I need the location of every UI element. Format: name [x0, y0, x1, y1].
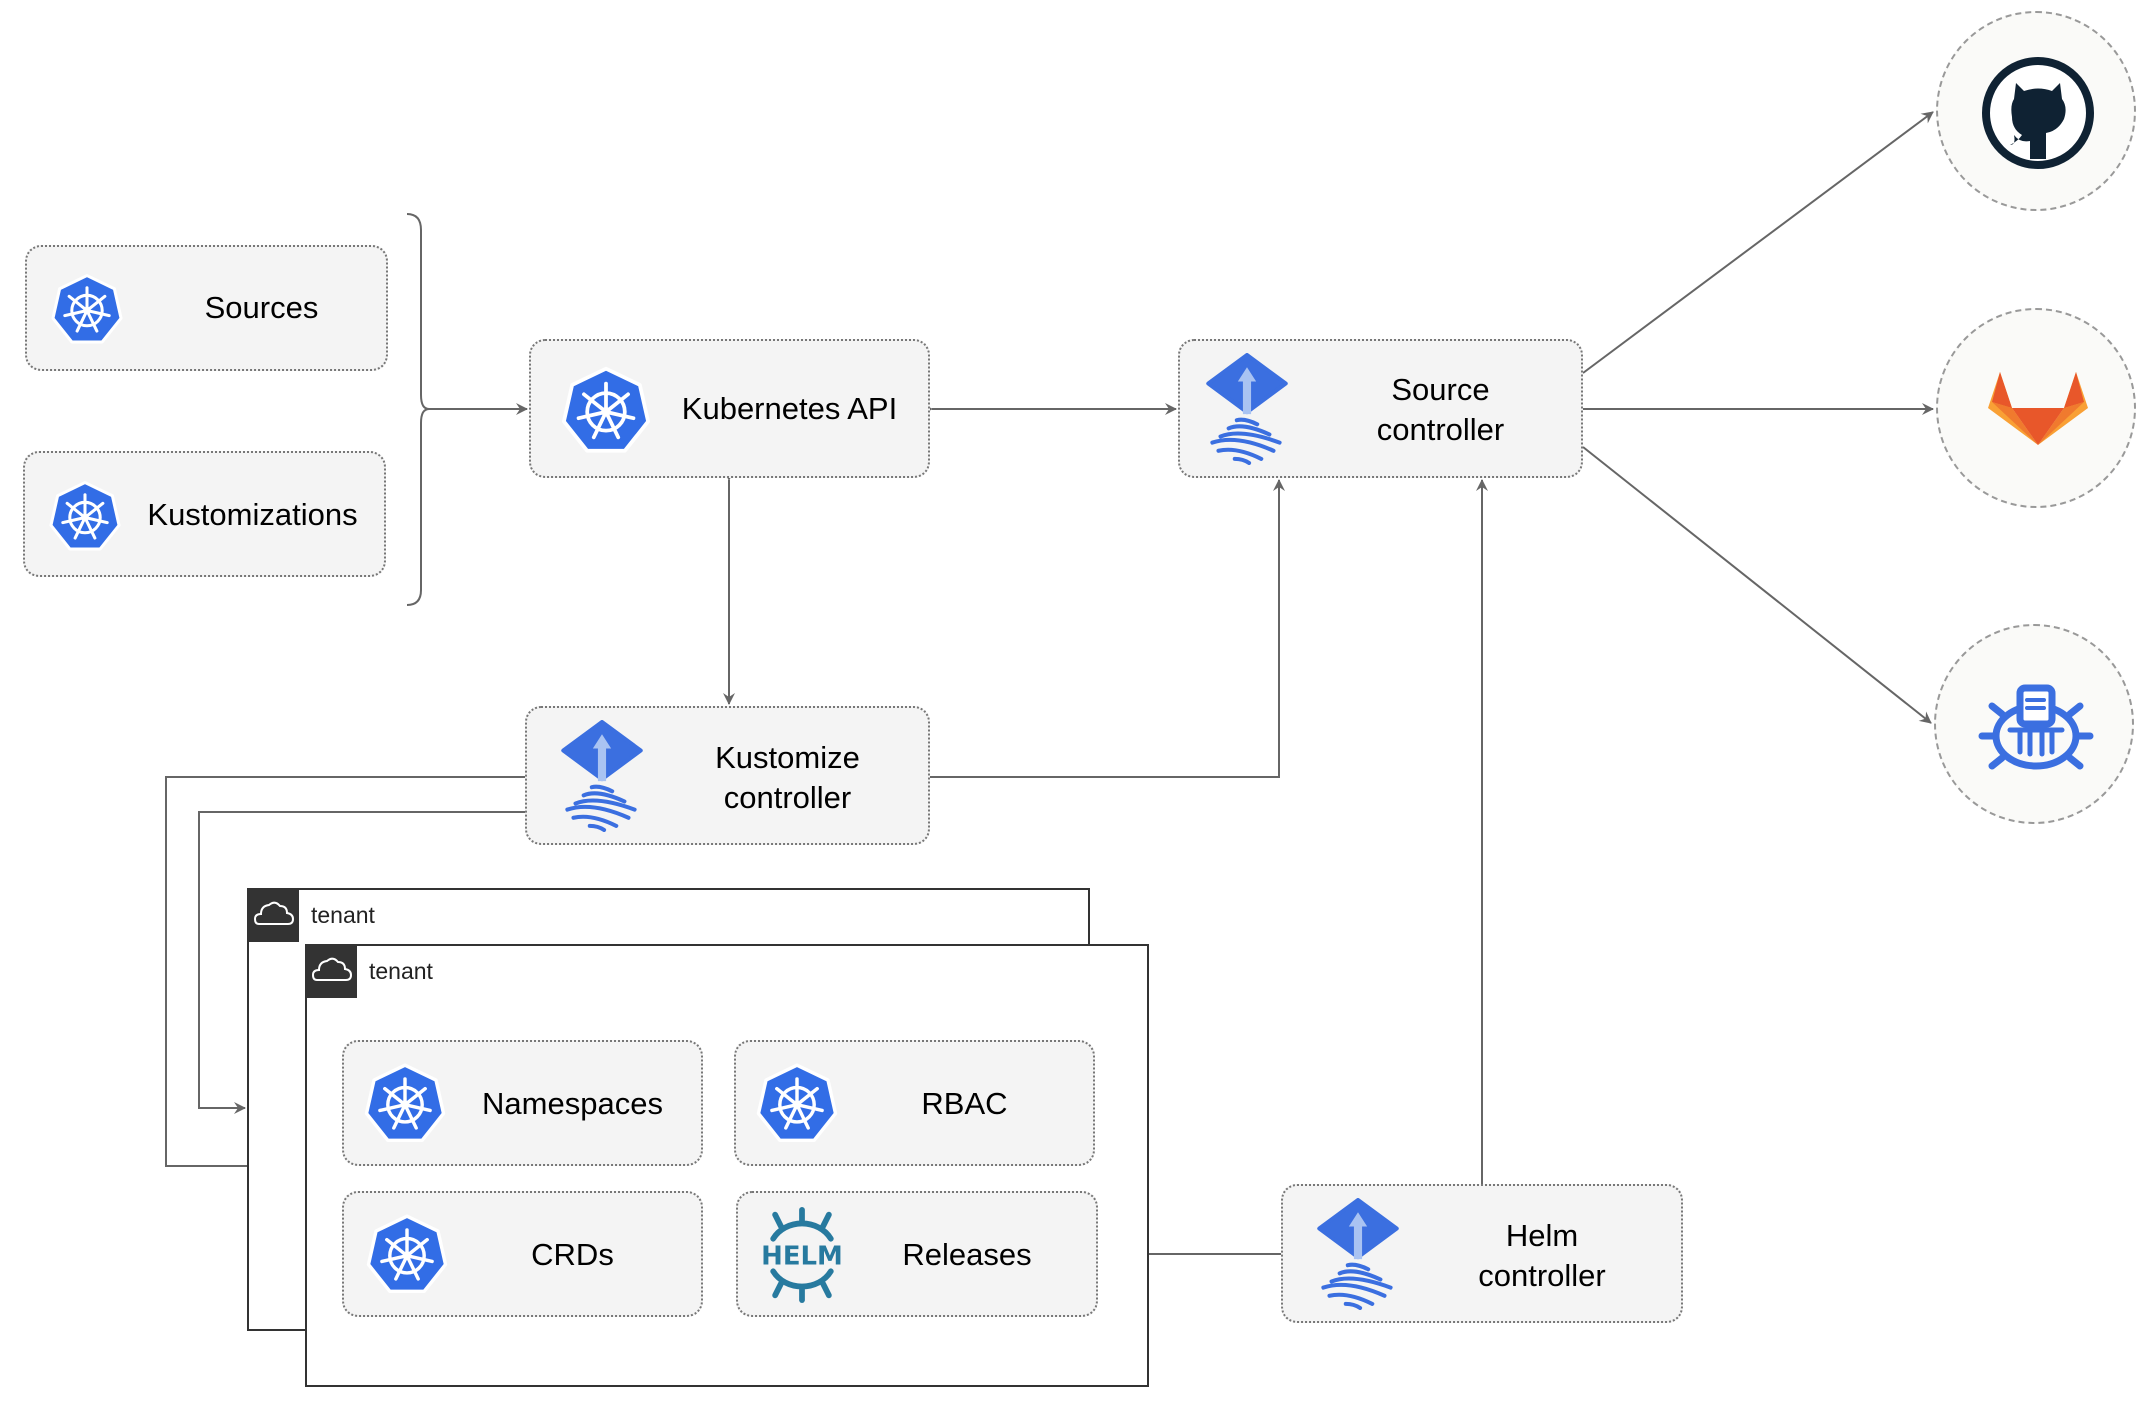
- source-to-github-arrow: [1582, 111, 1934, 374]
- source-controller-label-line2: controller: [1376, 412, 1505, 447]
- flux-icon: [1206, 353, 1288, 465]
- kubernetes-icon: [362, 1060, 448, 1146]
- source-to-bucket-arrow: [1582, 446, 1932, 724]
- kubernetes-icon: [364, 1211, 450, 1297]
- namespaces-label: Namespaces: [482, 1086, 663, 1121]
- cloud-icon: [249, 890, 299, 942]
- releases-label: Releases: [902, 1237, 1032, 1272]
- kustomize-controller-label-line1: Kustomize: [715, 740, 860, 775]
- kustomize-to-source-arrow: [930, 479, 1285, 778]
- kustomizations-label: Kustomizations: [147, 497, 358, 532]
- releases-box[interactable]: HELM Releases: [736, 1191, 1098, 1317]
- gitlab-source[interactable]: [1936, 308, 2136, 508]
- resources-brace: [406, 213, 430, 606]
- helm-icon-text: HELM: [761, 1242, 843, 1272]
- gitlab-icon: [1978, 350, 2098, 470]
- kubernetes-icon: [559, 363, 653, 457]
- helm-controller-box[interactable]: Helm controller: [1281, 1184, 1683, 1323]
- bucket-source[interactable]: [1934, 624, 2134, 824]
- sources-label: Sources: [204, 290, 319, 325]
- github-source[interactable]: [1936, 11, 2136, 211]
- cloud-icon: [307, 946, 357, 998]
- flux-icon: [1317, 1198, 1399, 1310]
- helm-controller-label-line2: controller: [1478, 1258, 1606, 1293]
- bucket-icon: [1976, 666, 2096, 786]
- kubernetes-api-box[interactable]: Kubernetes API: [529, 339, 930, 478]
- kubernetes-icon: [49, 271, 125, 347]
- helm-controller-label-line1: Helm: [1505, 1218, 1579, 1253]
- kustomizations-box[interactable]: Kustomizations: [23, 451, 386, 577]
- kubernetes-api-label: Kubernetes API: [681, 391, 898, 426]
- kustomize-controller-label-line2: controller: [723, 780, 852, 815]
- sources-box[interactable]: Sources: [25, 245, 388, 371]
- kustomize-to-tenant2-arrow: [165, 776, 525, 1172]
- source-controller-label-line1: Source: [1391, 372, 1490, 407]
- rbac-label: RBAC: [921, 1086, 1008, 1121]
- tenant-label: tenant: [369, 958, 433, 984]
- kubernetes-icon: [754, 1060, 840, 1146]
- kubernetes-icon: [47, 478, 123, 554]
- namespaces-box[interactable]: Namespaces: [342, 1040, 703, 1166]
- tenant-label: tenant: [311, 902, 375, 928]
- crds-label: CRDs: [531, 1237, 614, 1272]
- github-icon: [1978, 53, 2098, 173]
- flux-icon: [561, 720, 643, 832]
- source-controller-box[interactable]: Source controller: [1178, 339, 1583, 478]
- kustomize-controller-box[interactable]: Kustomize controller: [525, 706, 930, 845]
- rbac-box[interactable]: RBAC: [734, 1040, 1095, 1166]
- crds-box[interactable]: CRDs: [342, 1191, 703, 1317]
- helm-icon: HELM: [754, 1207, 850, 1303]
- kustomize-to-tenant1-arrow: [198, 811, 525, 1114]
